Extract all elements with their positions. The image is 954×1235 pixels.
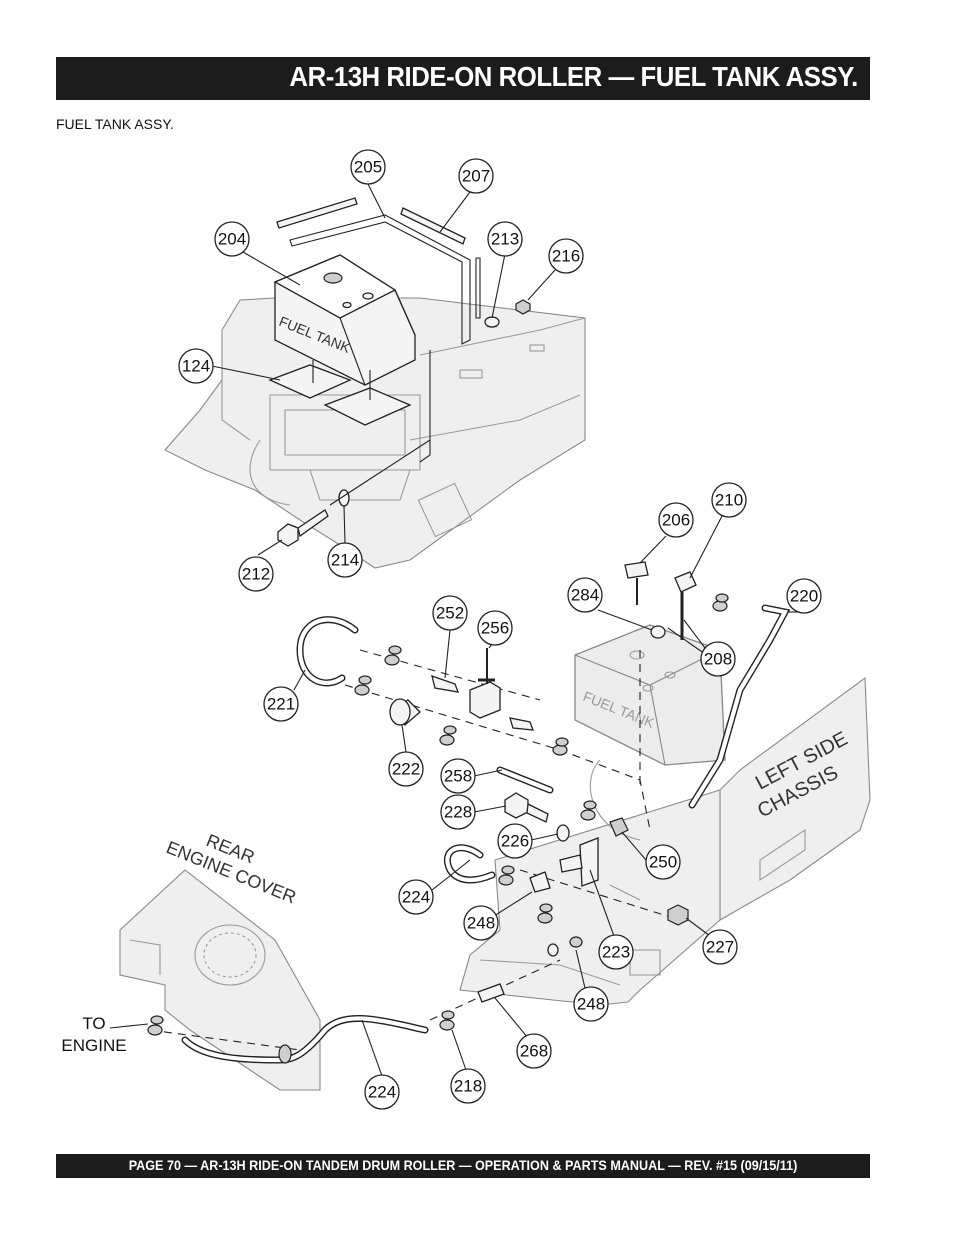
- svg-text:250: 250: [649, 853, 677, 872]
- callout-252: 252: [432, 595, 468, 631]
- svg-text:224: 224: [368, 1083, 396, 1102]
- to-engine-label: TO ENGINE: [61, 1014, 126, 1055]
- callout-213: 213: [487, 221, 523, 257]
- callout-224-upper: 224: [398, 879, 434, 915]
- callout-268: 268: [516, 1033, 552, 1069]
- to-engine-label-2: ENGINE: [61, 1036, 126, 1055]
- title-bar: AR-13H RIDE-ON ROLLER — FUEL TANK ASSY.: [56, 57, 870, 100]
- svg-text:124: 124: [182, 357, 210, 376]
- left-side-chassis-ghost: LEFT SIDE CHASSIS: [459, 676, 871, 1006]
- callout-221: 221: [263, 686, 299, 722]
- svg-text:256: 256: [481, 619, 509, 638]
- callout-227: 227: [702, 929, 738, 965]
- callout-208: 208: [700, 641, 736, 677]
- callout-258: 258: [440, 758, 476, 794]
- callout-210: 210: [711, 482, 747, 518]
- svg-text:224: 224: [402, 888, 430, 907]
- hoses: [181, 604, 791, 1064]
- svg-text:212: 212: [242, 565, 270, 584]
- page-title: AR-13H RIDE-ON ROLLER — FUEL TANK ASSY.: [289, 61, 859, 92]
- svg-text:218: 218: [454, 1077, 482, 1096]
- svg-text:221: 221: [267, 695, 295, 714]
- callout-222: 222: [388, 751, 424, 787]
- callout-212: 212: [238, 556, 274, 592]
- svg-text:220: 220: [790, 587, 818, 606]
- callout-206: 206: [658, 502, 694, 538]
- svg-text:248: 248: [467, 914, 495, 933]
- callout-256: 256: [477, 610, 513, 646]
- svg-text:205: 205: [354, 158, 382, 177]
- svg-text:222: 222: [392, 760, 420, 779]
- svg-text:228: 228: [444, 803, 472, 822]
- section-label: FUEL TANK ASSY.: [56, 116, 174, 132]
- callout-205: 205: [350, 149, 386, 185]
- svg-text:206: 206: [662, 511, 690, 530]
- callout-207: 207: [458, 158, 494, 194]
- callout-216: 216: [548, 238, 584, 274]
- callout-284: 284: [567, 577, 603, 613]
- svg-text:258: 258: [444, 767, 472, 786]
- svg-text:213: 213: [491, 230, 519, 249]
- svg-text:204: 204: [218, 230, 246, 249]
- upper-chassis-ghost: [164, 297, 586, 569]
- svg-text:223: 223: [602, 943, 630, 962]
- svg-text:226: 226: [501, 832, 529, 851]
- upper-hardware: [277, 299, 531, 547]
- callout-250: 250: [645, 844, 681, 880]
- callout-223: 223: [598, 934, 634, 970]
- svg-text:268: 268: [520, 1042, 548, 1061]
- svg-text:207: 207: [462, 167, 490, 186]
- fittings: [147, 561, 729, 1064]
- lower-fuel-tank: FUEL TANK: [574, 624, 726, 766]
- upper-fuel-tank: FUEL TANK: [273, 254, 416, 386]
- upper-straps: [276, 197, 481, 463]
- svg-text:210: 210: [715, 491, 743, 510]
- callout-248-lower: 248: [573, 986, 609, 1022]
- footer-text: PAGE 70 — AR-13H RIDE-ON TANDEM DRUM ROL…: [128, 1157, 798, 1173]
- upper-tank-pads: [268, 360, 412, 426]
- callout-204: 204: [214, 221, 250, 257]
- svg-text:248: 248: [577, 995, 605, 1014]
- leader-lines: [109, 183, 798, 1077]
- callout-124: 124: [178, 348, 214, 384]
- callout-224-lower: 224: [364, 1074, 400, 1110]
- svg-text:252: 252: [436, 604, 464, 623]
- callout-248-upper: 248: [463, 905, 499, 941]
- svg-text:208: 208: [704, 650, 732, 669]
- callout-220: 220: [786, 578, 822, 614]
- callout-228: 228: [440, 794, 476, 830]
- callout-214: 214: [327, 542, 363, 578]
- callout-226: 226: [497, 823, 533, 859]
- svg-text:284: 284: [571, 586, 599, 605]
- callout-218: 218: [450, 1068, 486, 1104]
- footer-bar: PAGE 70 — AR-13H RIDE-ON TANDEM DRUM ROL…: [56, 1154, 870, 1178]
- svg-text:227: 227: [706, 938, 734, 957]
- svg-text:216: 216: [552, 247, 580, 266]
- to-engine-label-1: TO: [82, 1014, 105, 1033]
- svg-text:214: 214: [331, 551, 359, 570]
